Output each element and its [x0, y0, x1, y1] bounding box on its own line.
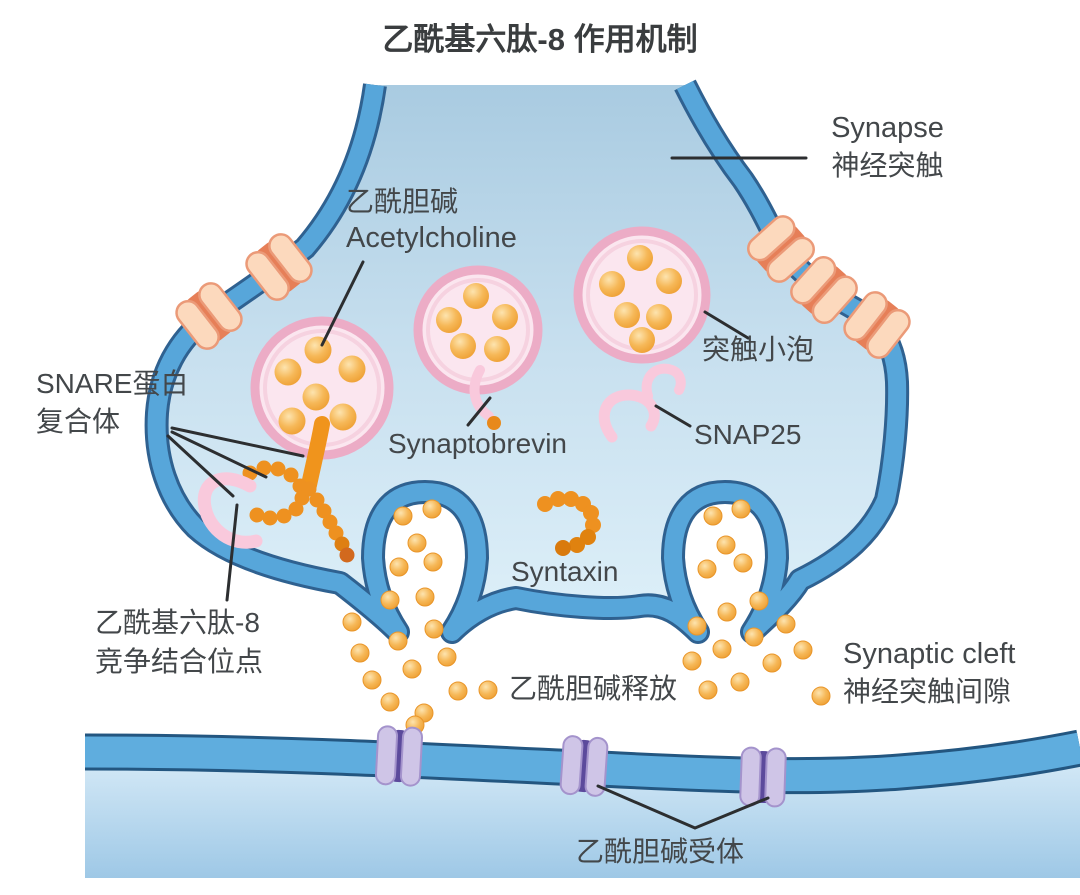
snare-proteins — [197, 363, 686, 563]
label-synapse-en: Synapse — [831, 112, 944, 144]
leader-synaptobrevin — [466, 396, 492, 427]
leader-snap25 — [654, 404, 692, 428]
snare-bead-chain — [301, 481, 355, 563]
receptor-icon — [739, 746, 787, 808]
snare-rod — [301, 416, 330, 493]
label-acetylcholine-zh: 乙酰胆碱 — [346, 186, 459, 217]
leader-lines — [166, 156, 808, 830]
membrane-channels — [175, 215, 911, 359]
label-syntaxin: Syntaxin — [511, 556, 619, 587]
leader-peptide — [225, 503, 239, 602]
leader-snare-1 — [170, 426, 305, 458]
channel-icon — [790, 256, 858, 324]
label-peptide: 乙酰基六肽-8 竞争结合位点 — [95, 603, 263, 681]
receptor-icon — [559, 735, 609, 797]
label-synaptic-cleft: Synaptic cleft 神经突触间隙 — [843, 635, 1015, 711]
label-cleft-en: Synaptic cleft — [843, 638, 1016, 670]
leader-snare-3 — [166, 434, 235, 498]
label-snare-complex: SNARE蛋白 复合体 — [36, 365, 188, 441]
channel-icon — [175, 282, 243, 350]
label-snare-line1: SNARE蛋白 — [36, 368, 189, 399]
label-acetylcholine: 乙酰胆碱 Acetylcholine — [346, 183, 517, 257]
synaptobrevin-protein — [469, 365, 494, 421]
channel-icon — [843, 291, 911, 359]
receptor-icon — [374, 725, 424, 787]
channel-icon — [747, 215, 815, 283]
page-title: 乙酰基六肽-8 作用机制 — [382, 22, 698, 57]
label-peptide-line1: 乙酰基六肽-8 — [95, 607, 260, 638]
postsynaptic-cell — [85, 725, 1080, 878]
synaptobrevin-tip — [487, 416, 501, 430]
syntaxin-protein — [537, 491, 601, 556]
released-acetylcholine — [342, 499, 831, 735]
leader-acetylcholine — [320, 260, 365, 347]
label-snare-line2: 复合体 — [36, 406, 121, 437]
label-synapse: Synapse 神经突触 — [800, 110, 975, 184]
label-acetylcholine-en: Acetylcholine — [346, 222, 517, 254]
label-ach-release: 乙酰胆碱释放 — [509, 673, 678, 704]
vesicle-right — [573, 226, 711, 364]
label-vesicle: 突触小泡 — [702, 334, 815, 365]
label-synapse-zh: 神经突触 — [831, 150, 944, 181]
label-synaptobrevin: Synaptobrevin — [388, 428, 568, 459]
leader-receptor — [596, 784, 770, 830]
label-receptor: 乙酰胆碱受体 — [576, 836, 745, 867]
label-snap25: SNAP25 — [694, 419, 802, 450]
snap25-protein — [598, 363, 686, 443]
channel-icon — [245, 233, 313, 301]
leader-snare-2 — [170, 430, 268, 479]
label-cleft-zh: 神经突触间隙 — [843, 676, 1012, 707]
label-peptide-line2: 竞争结合位点 — [95, 646, 264, 677]
leader-vesicle — [703, 310, 750, 340]
